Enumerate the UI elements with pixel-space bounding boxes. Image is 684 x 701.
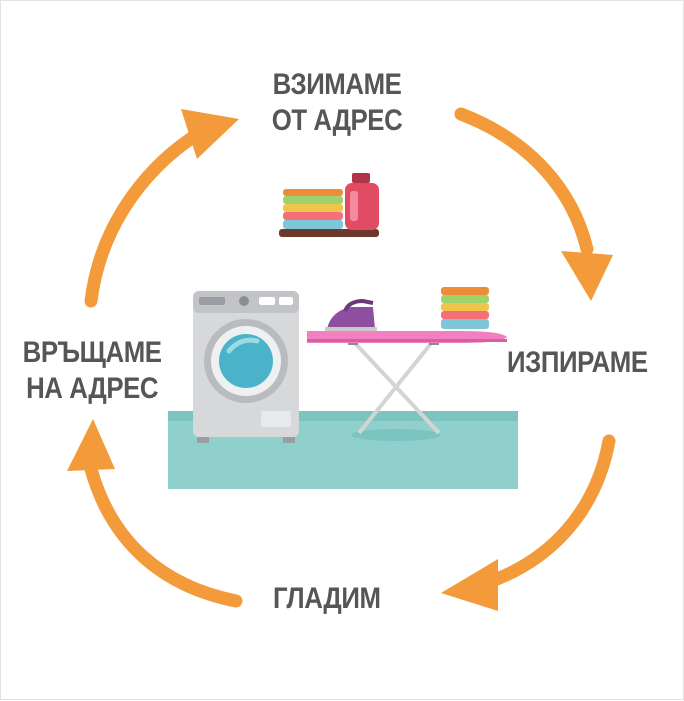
curved-arrow-icon (84, 109, 239, 308)
curved-arrow-icon (441, 434, 616, 611)
iron-icon (325, 298, 377, 331)
folded-clothes-icon (283, 189, 343, 229)
step-label-line: ИЗПИРАМЕ (507, 346, 648, 379)
detergent-bottle-icon (345, 173, 379, 230)
step-label-iron: ГЛАДИМ (273, 581, 381, 617)
step-label-line: ВЗИМАМЕ (272, 68, 402, 101)
curved-arrow-icon (454, 107, 613, 301)
shelf-group (279, 173, 379, 237)
step-label-return: ВРЪЩАМЕ НА АДРЕС (19, 335, 165, 407)
step-label-line: ВРЪЩАМЕ (22, 336, 162, 369)
washing-machine-icon (193, 291, 299, 443)
arrows (67, 107, 616, 611)
step-label-pickup: ВЗИМАМЕ ОТ АДРЕС (251, 67, 423, 139)
folded-clothes-icon (441, 287, 489, 329)
ironing-board-icon (307, 331, 507, 441)
curved-arrow-icon (67, 419, 243, 608)
step-label-wash: ИЗПИРАМЕ (507, 345, 648, 381)
step-label-line: ОТ АДРЕС (271, 104, 403, 137)
step-label-line: ГЛАДИМ (273, 582, 381, 615)
step-label-line: НА АДРЕС (26, 372, 159, 405)
